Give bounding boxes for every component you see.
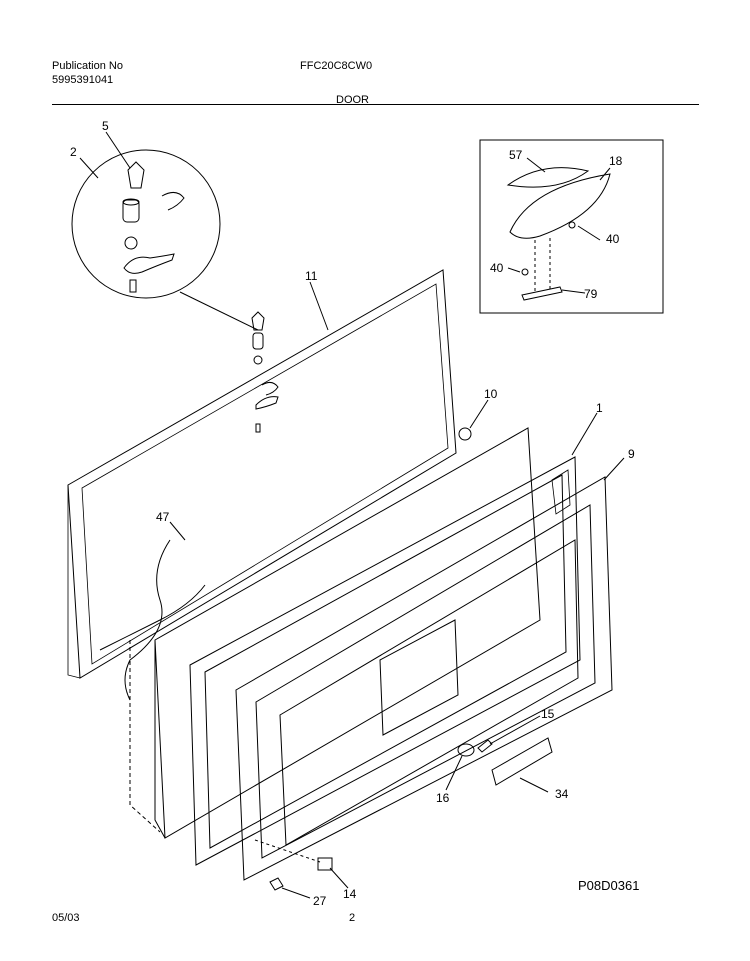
- outer-door-panel: [67, 269, 457, 679]
- detail-leader-line: [179, 291, 259, 331]
- footer-date: 05/03: [52, 912, 80, 924]
- figure-code: P08D0361: [578, 878, 640, 893]
- callout-5: 5: [102, 119, 109, 133]
- callout-47: 47: [156, 510, 170, 524]
- light-socket-housing: [509, 173, 611, 239]
- light-lens: [506, 167, 590, 188]
- callout-34: 34: [555, 787, 569, 801]
- callout-11: 11: [305, 269, 318, 283]
- hinge-pin-part: [127, 161, 145, 189]
- callout-15: 15: [541, 707, 555, 721]
- screw-part: [269, 877, 284, 891]
- door-gasket: [189, 456, 581, 866]
- publication-label: Publication No: [52, 60, 123, 72]
- hinge-detail-circle: [71, 149, 221, 299]
- section-title: DOOR: [336, 94, 369, 106]
- light-assembly-inset: [479, 139, 664, 314]
- screw-40-right: [568, 221, 576, 229]
- callout-57: 57: [509, 148, 523, 162]
- thermostat-knob: [457, 743, 475, 757]
- hinge-bracket-part: [123, 253, 175, 274]
- panel-hinge-pin: [251, 311, 265, 331]
- inner-door-liner: [235, 476, 613, 881]
- light-housing-recess: [379, 619, 459, 736]
- header-rule: [52, 104, 699, 105]
- callout-18: 18: [609, 154, 623, 168]
- footer-page-number: 2: [349, 912, 356, 924]
- callout-40-left: 40: [490, 261, 504, 275]
- control-panel-cover: [491, 737, 553, 786]
- wire-harness: [124, 539, 171, 701]
- callout-14: 14: [343, 887, 357, 901]
- light-bracket: [521, 286, 563, 301]
- callout-16: 16: [436, 791, 450, 805]
- hinge-bushing-part: [122, 199, 140, 223]
- callout-79: 79: [584, 287, 598, 301]
- callout-1: 1: [596, 401, 603, 415]
- callout-10: 10: [484, 387, 498, 401]
- callout-2: 2: [70, 145, 77, 159]
- model-number: FFC20C8CW0: [300, 60, 373, 72]
- bumper-part: [458, 427, 472, 441]
- screw-40-left: [521, 268, 529, 276]
- callout-27: 27: [313, 894, 327, 908]
- publication-number: 5995391041: [52, 74, 114, 86]
- thermostat-shaft: [477, 739, 493, 753]
- callout-9: 9: [628, 447, 635, 461]
- switch-part: [317, 857, 333, 871]
- hinge-clip-part: [161, 192, 185, 211]
- hinge-ring-part: [124, 236, 138, 250]
- door-liner-back: [154, 427, 541, 839]
- callout-40-right: 40: [606, 232, 620, 246]
